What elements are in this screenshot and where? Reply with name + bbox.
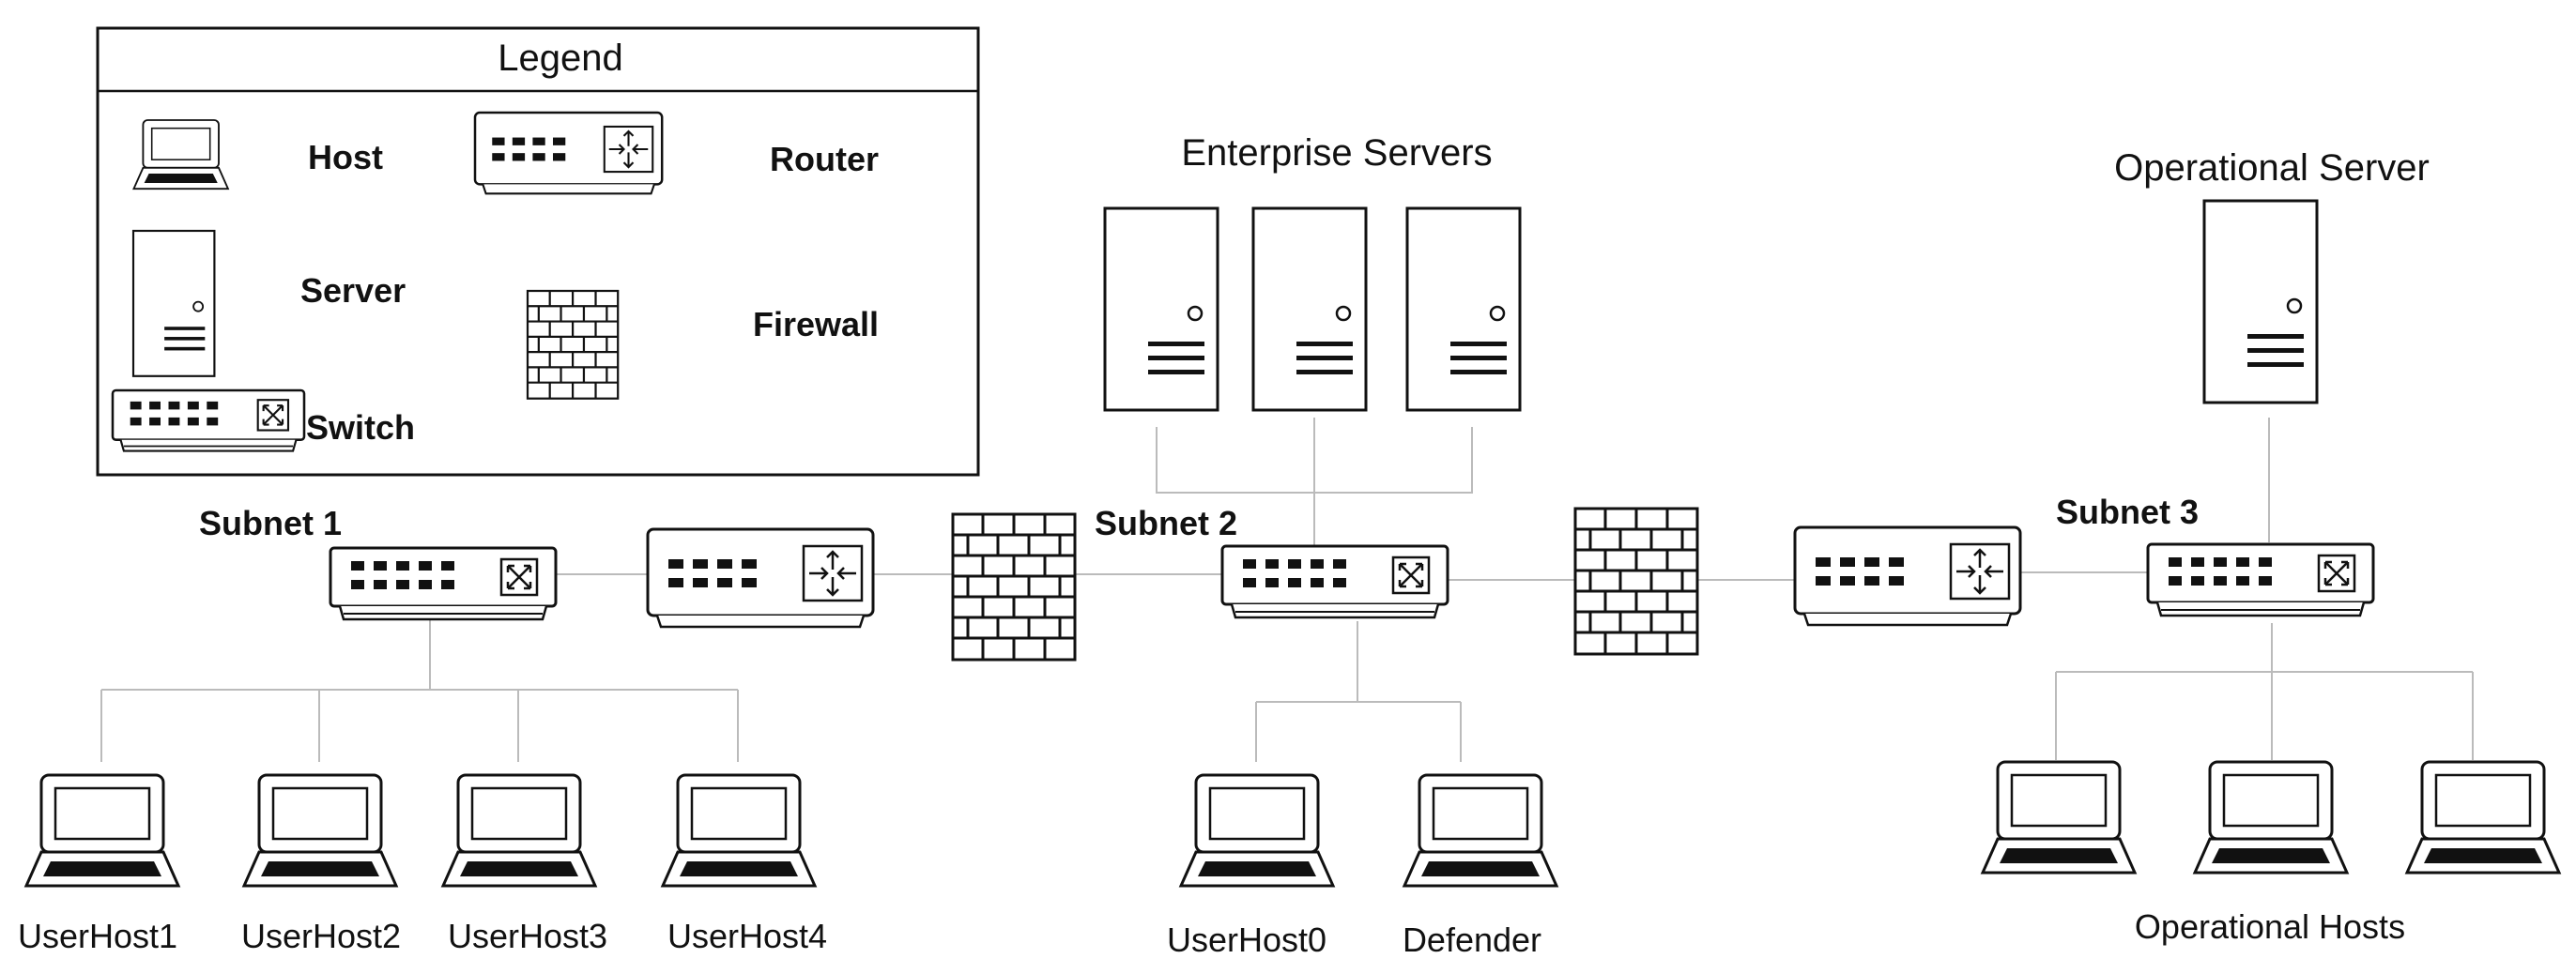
subnet2-switch-icon bbox=[1220, 544, 1449, 619]
userhost2-laptop-icon bbox=[242, 773, 398, 888]
subnet3-label: Subnet 3 bbox=[2056, 493, 2199, 531]
defender-laptop-icon bbox=[1403, 773, 1558, 888]
router2-icon bbox=[1793, 525, 2022, 627]
subnet1-label: Subnet 1 bbox=[199, 504, 342, 542]
subnet1-switch-icon bbox=[329, 546, 558, 621]
userhost4-label: UserHost4 bbox=[667, 917, 827, 955]
operational-server-label: Operational Server bbox=[2114, 147, 2430, 189]
legend-host-label: Host bbox=[308, 138, 383, 176]
enterprise-server2-icon bbox=[1251, 206, 1368, 412]
enterprise-server-links bbox=[1156, 418, 1473, 546]
legend-router-icon bbox=[473, 111, 664, 195]
operational-hosts-label: Operational Hosts bbox=[2135, 907, 2405, 946]
legend-title: Legend bbox=[498, 38, 622, 79]
subnet2-label: Subnet 2 bbox=[1095, 504, 1237, 542]
legend-host-icon bbox=[132, 119, 229, 190]
legend-server-icon bbox=[131, 229, 216, 377]
subnet3-switch-icon bbox=[2146, 542, 2375, 617]
userhost4-laptop-icon bbox=[661, 773, 817, 888]
router1-icon bbox=[646, 527, 875, 629]
operational-host3-laptop-icon bbox=[2405, 760, 2561, 875]
enterprise-servers-label: Enterprise Servers bbox=[1181, 132, 1492, 174]
legend-firewall-label: Firewall bbox=[753, 305, 879, 343]
legend-switch-icon bbox=[111, 388, 306, 452]
userhost1-label: UserHost1 bbox=[18, 917, 177, 955]
userhost2-label: UserHost2 bbox=[241, 917, 401, 955]
userhost0-laptop-icon bbox=[1179, 773, 1335, 888]
operational-server-icon bbox=[2202, 199, 2319, 404]
legend-firewall-icon bbox=[526, 289, 620, 400]
userhost0-label: UserHost0 bbox=[1167, 921, 1326, 959]
firewall2-icon bbox=[1573, 507, 1699, 656]
connections bbox=[100, 418, 2474, 762]
userhost1-laptop-icon bbox=[24, 773, 180, 888]
legend-server-label: Server bbox=[300, 271, 406, 310]
userhost3-label: UserHost3 bbox=[448, 917, 607, 955]
operational-host2-laptop-icon bbox=[2193, 760, 2349, 875]
legend-router-label: Router bbox=[770, 140, 879, 178]
enterprise-server1-icon bbox=[1103, 206, 1219, 412]
legend: Legend Host Router Server Firewall Switc… bbox=[96, 26, 980, 477]
operational-host1-laptop-icon bbox=[1981, 760, 2137, 875]
subnet1-host-links bbox=[100, 615, 739, 762]
firewall1-icon bbox=[951, 512, 1077, 662]
legend-switch-label: Switch bbox=[306, 408, 415, 447]
subnet3-host-links bbox=[2055, 623, 2474, 760]
enterprise-server3-icon bbox=[1405, 206, 1522, 412]
defender-label: Defender bbox=[1403, 921, 1541, 959]
userhost3-laptop-icon bbox=[441, 773, 597, 888]
subnet2-host-links bbox=[1255, 621, 1462, 762]
